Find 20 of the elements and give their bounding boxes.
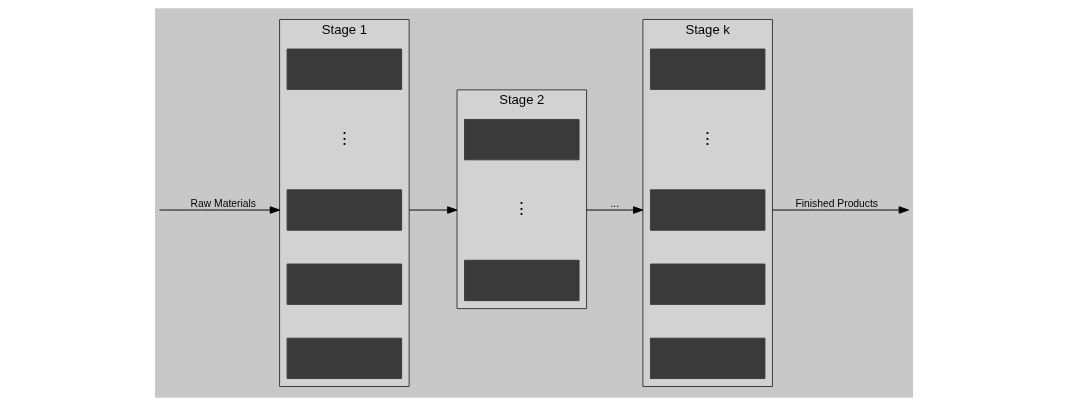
node-bar: [649, 189, 765, 231]
node-bar: [286, 48, 402, 90]
node-bar: [286, 337, 402, 380]
edge-label: Finished Products: [794, 198, 878, 210]
node-bar: [463, 259, 580, 302]
node-text: ⋮: [698, 128, 716, 148]
node-bar: [649, 48, 765, 90]
arrow: [585, 206, 643, 214]
node-text: ⋮: [512, 199, 530, 219]
node-bar: [286, 263, 402, 305]
node-bar: [463, 119, 580, 161]
node-bar: [649, 263, 765, 305]
arrow: [408, 206, 457, 214]
arrow: [771, 206, 909, 214]
edge-label: ...: [609, 198, 619, 210]
node-text: ⋮: [335, 128, 353, 148]
arrow: [158, 206, 280, 214]
node-bar: [286, 189, 402, 231]
edge-label: Raw Materials: [190, 198, 256, 210]
node-bar: [649, 337, 765, 380]
